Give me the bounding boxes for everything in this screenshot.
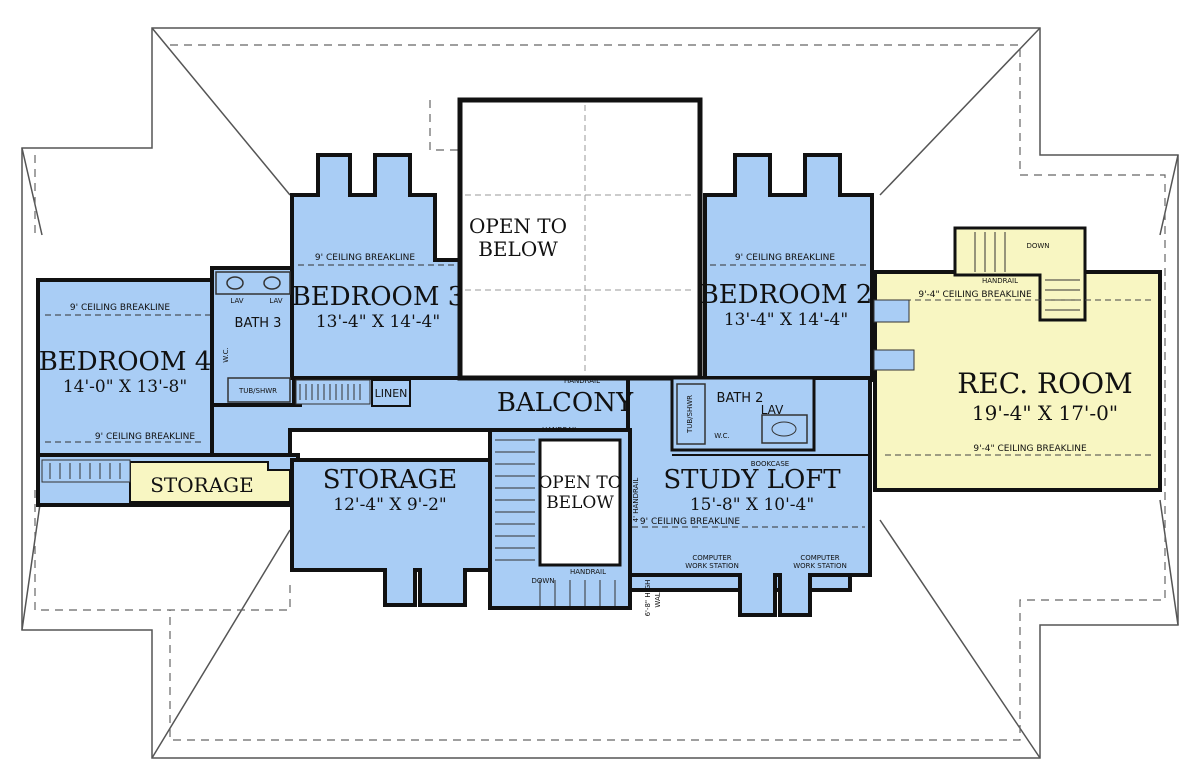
rec-room-label: REC. ROOM	[957, 367, 1132, 400]
tub-note-bath3: TUB/SHWR	[238, 387, 277, 395]
bedroom-3-label: BEDROOM 3	[292, 282, 465, 312]
computer-ws-left-2: WORK STATION	[685, 562, 739, 570]
high-wall-note-1: 6'-8" HIGH	[644, 580, 652, 617]
rec-room-dims: 19'-4" X 17'-0"	[972, 401, 1118, 425]
storage-middle-dims: 12'-4" X 9'-2"	[333, 495, 446, 515]
lav-note-bath3-right: LAV	[269, 297, 282, 305]
roof-outline	[21, 27, 1179, 759]
storage-left-label: STORAGE	[150, 473, 254, 497]
rec-room-area	[873, 226, 1162, 492]
high-wall-note-2: WALL	[654, 588, 662, 607]
open-to-below-top-line1: OPEN TO	[469, 214, 567, 238]
bath-3-label: BATH 3	[235, 316, 282, 331]
open-to-below-center	[538, 438, 622, 567]
handrail-note-rec: HANDRAIL	[982, 277, 1018, 285]
ceiling-note-bedroom4: 9' CEILING BREAKLINE	[70, 303, 170, 313]
bath-3-area	[210, 266, 296, 410]
bedroom-2-label: BEDROOM 2	[700, 280, 873, 310]
ceiling-note-bedroom2: 9' CEILING BREAKLINE	[735, 253, 835, 263]
computer-ws-right-1: COMPUTER	[800, 554, 839, 562]
handrail-note-balcony: HANDRAIL	[564, 377, 600, 385]
storage-middle-label: STORAGE	[323, 465, 458, 495]
handrail-note-stair-bottom: HANDRAIL	[570, 568, 606, 576]
study-loft-label: STUDY LOFT	[663, 465, 841, 495]
bath-3-fixtures	[215, 271, 291, 403]
study-loft-dims: 15'-8" X 10'-4"	[690, 495, 814, 515]
rec-stair-treads	[974, 232, 1080, 311]
bath-2-label: BATH 2	[717, 391, 764, 406]
ceiling-note-rec-top: 9'-4" CEILING BREAKLINE	[918, 290, 1032, 300]
open-to-below-top	[457, 97, 703, 381]
closet-shelves	[41, 299, 915, 483]
ceiling-note-bedroom3: 9' CEILING BREAKLINE	[315, 253, 415, 263]
open-to-below-center-line2: BELOW	[546, 493, 614, 513]
computer-ws-left-1: COMPUTER	[692, 554, 731, 562]
wc-note-bath3: W.C.	[222, 347, 230, 362]
wc-note-bath2: W.C.	[714, 432, 729, 440]
linen-label: LINEN	[375, 387, 408, 400]
bedroom-3-area	[290, 153, 462, 380]
down-note-center: DOWN	[531, 577, 554, 585]
bedroom-3-dims: 13'-4" X 14'-4"	[316, 312, 440, 332]
ceiling-note-hall: 9' CEILING BREAKLINE	[95, 432, 195, 442]
bedroom-4-label: BEDROOM 4	[39, 347, 212, 377]
ceiling-note-study: 9' CEILING BREAKLINE	[640, 517, 740, 527]
eave-lines	[34, 44, 1166, 741]
bedroom-2-area	[703, 153, 874, 382]
open-to-below-center-line1: OPEN TO	[538, 473, 621, 493]
lav-note-bath3-left: LAV	[230, 297, 243, 305]
ceiling-breaklines	[45, 264, 868, 528]
storage-left-area	[129, 461, 291, 503]
handrail-note-stair-top: HANDRAIL	[542, 426, 578, 434]
handrail-note-4ft: 4' HANDRAIL	[632, 478, 640, 523]
center-stair-treads	[495, 439, 616, 606]
bedroom-4-dims: 14'-0" X 13'-8"	[63, 377, 187, 397]
linen-closet	[371, 379, 411, 407]
bookcase-note: BOOKCASE	[751, 460, 789, 468]
computer-ws-right-2: WORK STATION	[793, 562, 847, 570]
down-note-rec: DOWN	[1026, 242, 1049, 250]
ceiling-note-rec-bottom: 9'-4" CEILING BREAKLINE	[973, 444, 1087, 454]
bath-2-block	[670, 376, 816, 452]
tub-note-bath2: TUB/SHWR	[686, 395, 694, 434]
bedroom-2-dims: 13'-4" X 14'-4"	[724, 310, 848, 330]
open-to-below-top-line2: BELOW	[478, 237, 558, 261]
balcony-label: BALCONY	[497, 388, 634, 418]
bedroom-4-area	[36, 278, 220, 462]
lav-note-bath2: LAV	[761, 403, 784, 417]
